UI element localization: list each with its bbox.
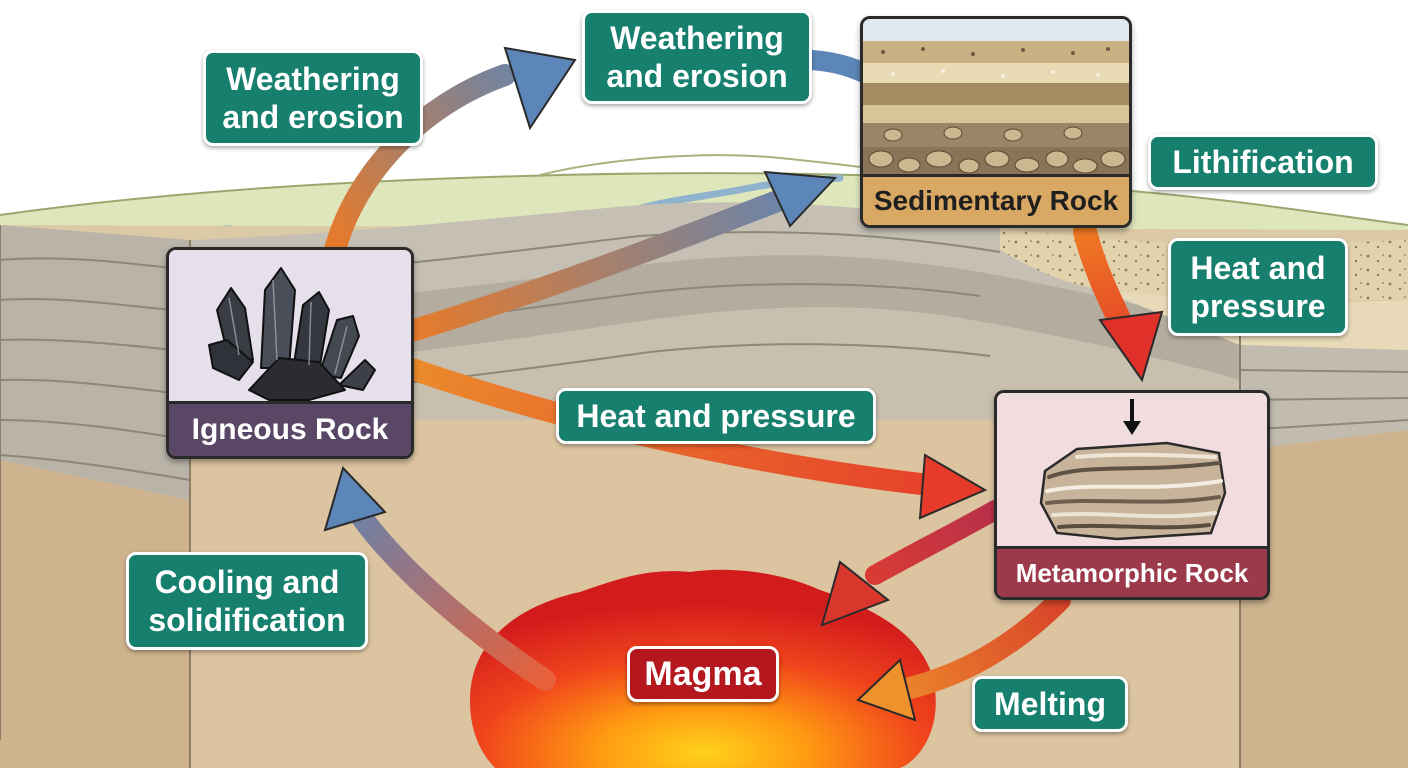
heat-pressure-label-right: Heat and pressure (1168, 238, 1348, 336)
cycle-arrows (323, 46, 1164, 722)
layered-sediment-icon (863, 19, 1129, 181)
lithification-label: Lithification (1148, 134, 1378, 190)
weathering-erosion-label-left: Weathering and erosion (203, 50, 423, 146)
cooling-solidification-label: Cooling and solidification (126, 552, 368, 650)
igneous-rock-card: Igneous Rock (166, 247, 414, 459)
metamorphic-rock-label: Metamorphic Rock (997, 546, 1267, 597)
magma-label: Magma (627, 646, 779, 702)
dark-crystal-cluster-icon (169, 250, 411, 410)
melting-label: Melting (972, 676, 1128, 732)
heat-pressure-label-center: Heat and pressure (556, 388, 876, 444)
igneous-rock-label: Igneous Rock (169, 401, 411, 456)
sedimentary-rock-card: Sedimentary Rock (860, 16, 1132, 228)
down-arrow-icon (1123, 399, 1141, 435)
weathering-erosion-label-top: Weathering and erosion (582, 10, 812, 104)
sedimentary-rock-label: Sedimentary Rock (863, 174, 1129, 225)
banded-rock-icon (997, 393, 1267, 555)
metamorphic-rock-card: Metamorphic Rock (994, 390, 1270, 600)
